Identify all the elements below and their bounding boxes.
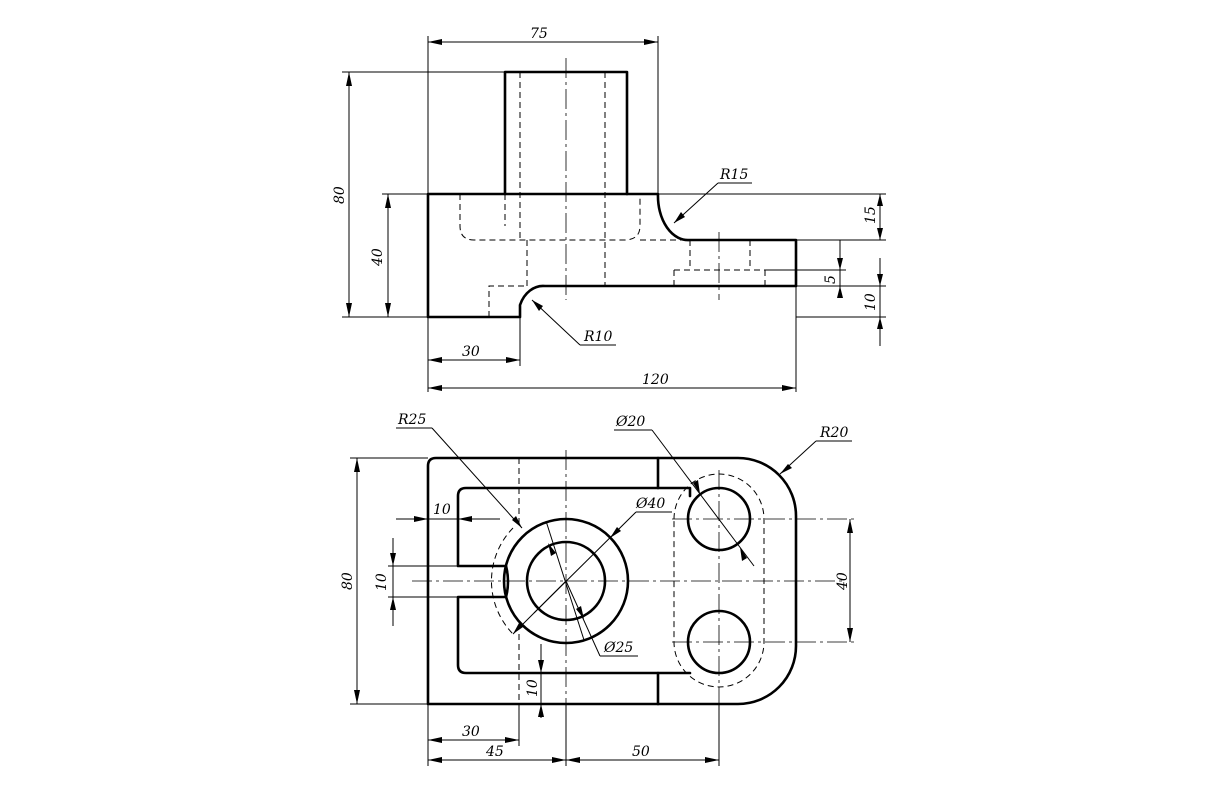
dim-right-stack: 15 5 10	[658, 193, 886, 392]
top-centerlines	[412, 450, 856, 760]
dim-40-top-label: 40	[835, 572, 851, 591]
leader-r25: R25	[396, 412, 567, 635]
label-dia40: Ø40	[635, 496, 665, 512]
top-slot-outline	[456, 486, 692, 675]
dim-10-bottom: 10	[525, 644, 544, 718]
front-view: 75 80 40	[332, 26, 886, 392]
dim-120-label: 120	[642, 372, 669, 388]
leader-r20: R20	[779, 425, 852, 475]
dim-50-label: 50	[632, 744, 650, 760]
dim-15-label: 15	[863, 206, 879, 224]
dim-80-top-label: 80	[340, 572, 356, 590]
label-r15: R15	[719, 167, 748, 183]
top-outline	[426, 456, 798, 706]
label-r20: R20	[819, 425, 848, 441]
dim-10-vert-label: 10	[374, 573, 390, 591]
leader-r10: R10	[531, 299, 616, 346]
top-view: R25 Ø20 R20 Ø40	[340, 412, 856, 766]
leader-dia40: Ø40	[533, 496, 672, 641]
dim-80-front-label: 80	[332, 186, 348, 204]
leader-dia25: Ø25	[548, 543, 638, 657]
dim-30-front-label: 30	[462, 344, 480, 360]
dim-80-front: 80	[332, 71, 505, 318]
dim-45-label: 45	[485, 744, 504, 760]
dim-75-label: 75	[530, 26, 548, 42]
front-outline	[426, 70, 798, 319]
front-hidden-lines	[459, 72, 766, 317]
label-dia20: Ø20	[615, 414, 645, 430]
dim-75: 75	[427, 26, 659, 194]
dim-10-label: 10	[863, 293, 879, 311]
leader-dia20: Ø20	[614, 414, 755, 567]
dim-120: 120	[428, 372, 796, 391]
dim-30-top-label: 30	[462, 724, 480, 740]
leader-r15: R15	[673, 167, 752, 224]
top-hidden-lines	[491, 458, 765, 704]
dim-10-left: 10	[396, 502, 500, 522]
dim-bottom-row: 30 45 50	[427, 704, 720, 766]
label-r10: R10	[583, 329, 612, 345]
dim-10-bottom-label: 10	[525, 679, 541, 697]
label-r25: R25	[397, 412, 426, 428]
label-dia25: Ø25	[603, 640, 633, 656]
dim-80-top: 80	[340, 457, 428, 705]
dim-10-left-label: 10	[433, 502, 451, 518]
dim-40-top: 40	[835, 519, 853, 642]
dim-10-vert: 10	[374, 538, 458, 626]
dim-40-front-label: 40	[370, 248, 386, 267]
dim-40-front: 40	[370, 193, 428, 317]
dim-5-label: 5	[823, 275, 839, 284]
dim-30-front: 30	[427, 317, 521, 392]
